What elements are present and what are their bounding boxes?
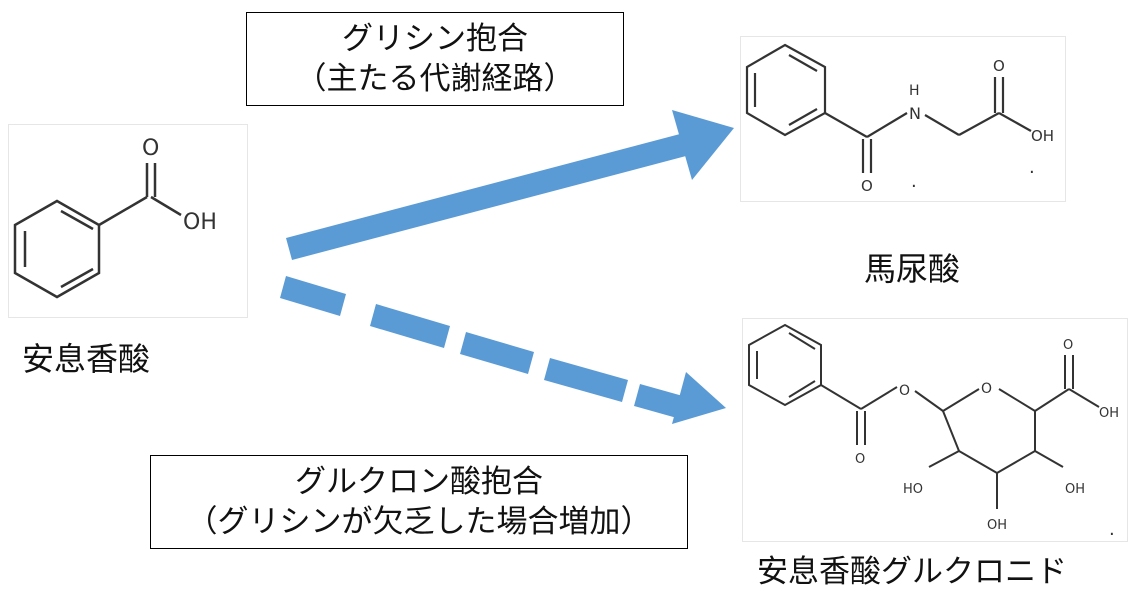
- hippuric-dot-1: .: [911, 171, 917, 192]
- benzoyl-glucuronide-structure: O O O OH O HO OH OH .: [742, 318, 1128, 542]
- glucuronide-ring-o: O: [981, 381, 992, 397]
- hippuric-acid-skeletal-formula: H N O OH O . .: [745, 43, 1054, 195]
- hippuric-dot-2: .: [1029, 157, 1035, 178]
- benzoic-acid-structure: O OH: [8, 124, 248, 318]
- hippuric-hydroxyl-oh: OH: [1031, 127, 1054, 145]
- glucuronide-carboxyl-oh: OH: [1099, 406, 1119, 421]
- glucuronide-dot: .: [1109, 519, 1115, 540]
- benzoyl-glucuronide-skeletal-formula: O O O OH O HO OH OH .: [748, 323, 1119, 540]
- benzoic-acid-skeletal-formula: O OH: [13, 136, 217, 299]
- hippuric-nh-h: H: [909, 83, 920, 99]
- glucuronidation-note: （グリシンが欠乏した場合増加）: [186, 504, 652, 540]
- glucuronide-ester-o: O: [899, 383, 910, 399]
- glycine-conjugation-title: グリシン抱合: [342, 21, 528, 57]
- hippuric-carbonyl-o-bottom: O: [861, 177, 873, 195]
- glycine-conjugation-note: （主たる代謝経路）: [295, 61, 575, 97]
- hippuric-nh-n: N: [909, 104, 921, 123]
- hippuric-carbonyl-o-top: O: [993, 57, 1005, 75]
- dash-segment: [280, 276, 346, 316]
- benzoic-acid-label: 安息香酸: [22, 340, 151, 378]
- glycine-conjugation-box: グリシン抱合 （主たる代謝経路）: [246, 12, 624, 106]
- benzoic-hydroxyl-oh: OH: [183, 210, 217, 235]
- solid-arrow-head: [672, 110, 734, 180]
- dash-segment: [544, 358, 628, 402]
- glucuronide-ho-left: HO: [903, 482, 923, 497]
- glucuronide-oh-right: OH: [1065, 482, 1085, 497]
- benzoyl-glucuronide-label: 安息香酸グルクロニド: [757, 554, 1067, 590]
- dash-segment: [370, 304, 450, 348]
- benzoic-carbonyl-o: O: [142, 136, 159, 161]
- glucuronide-carbonyl-o-bottom: O: [855, 452, 865, 467]
- glucuronidation-title: グルクロン酸抱合: [295, 464, 543, 500]
- dashed-arrow-head: [672, 372, 726, 424]
- solid-arrow-shaft: [286, 134, 686, 260]
- glucuronide-oh-bottom: OH: [987, 518, 1007, 533]
- dash-segment: [460, 332, 534, 374]
- dashed-arrow-glucuronidation: [280, 276, 726, 424]
- hippuric-acid-label: 馬尿酸: [864, 250, 961, 288]
- hippuric-acid-structure: H N O OH O . .: [740, 36, 1066, 202]
- glucuronide-carbonyl-o-top: O: [1063, 338, 1073, 353]
- solid-arrow-glycine-conjugation: [286, 110, 734, 260]
- glucuronidation-box: グルクロン酸抱合 （グリシンが欠乏した場合増加）: [150, 455, 688, 549]
